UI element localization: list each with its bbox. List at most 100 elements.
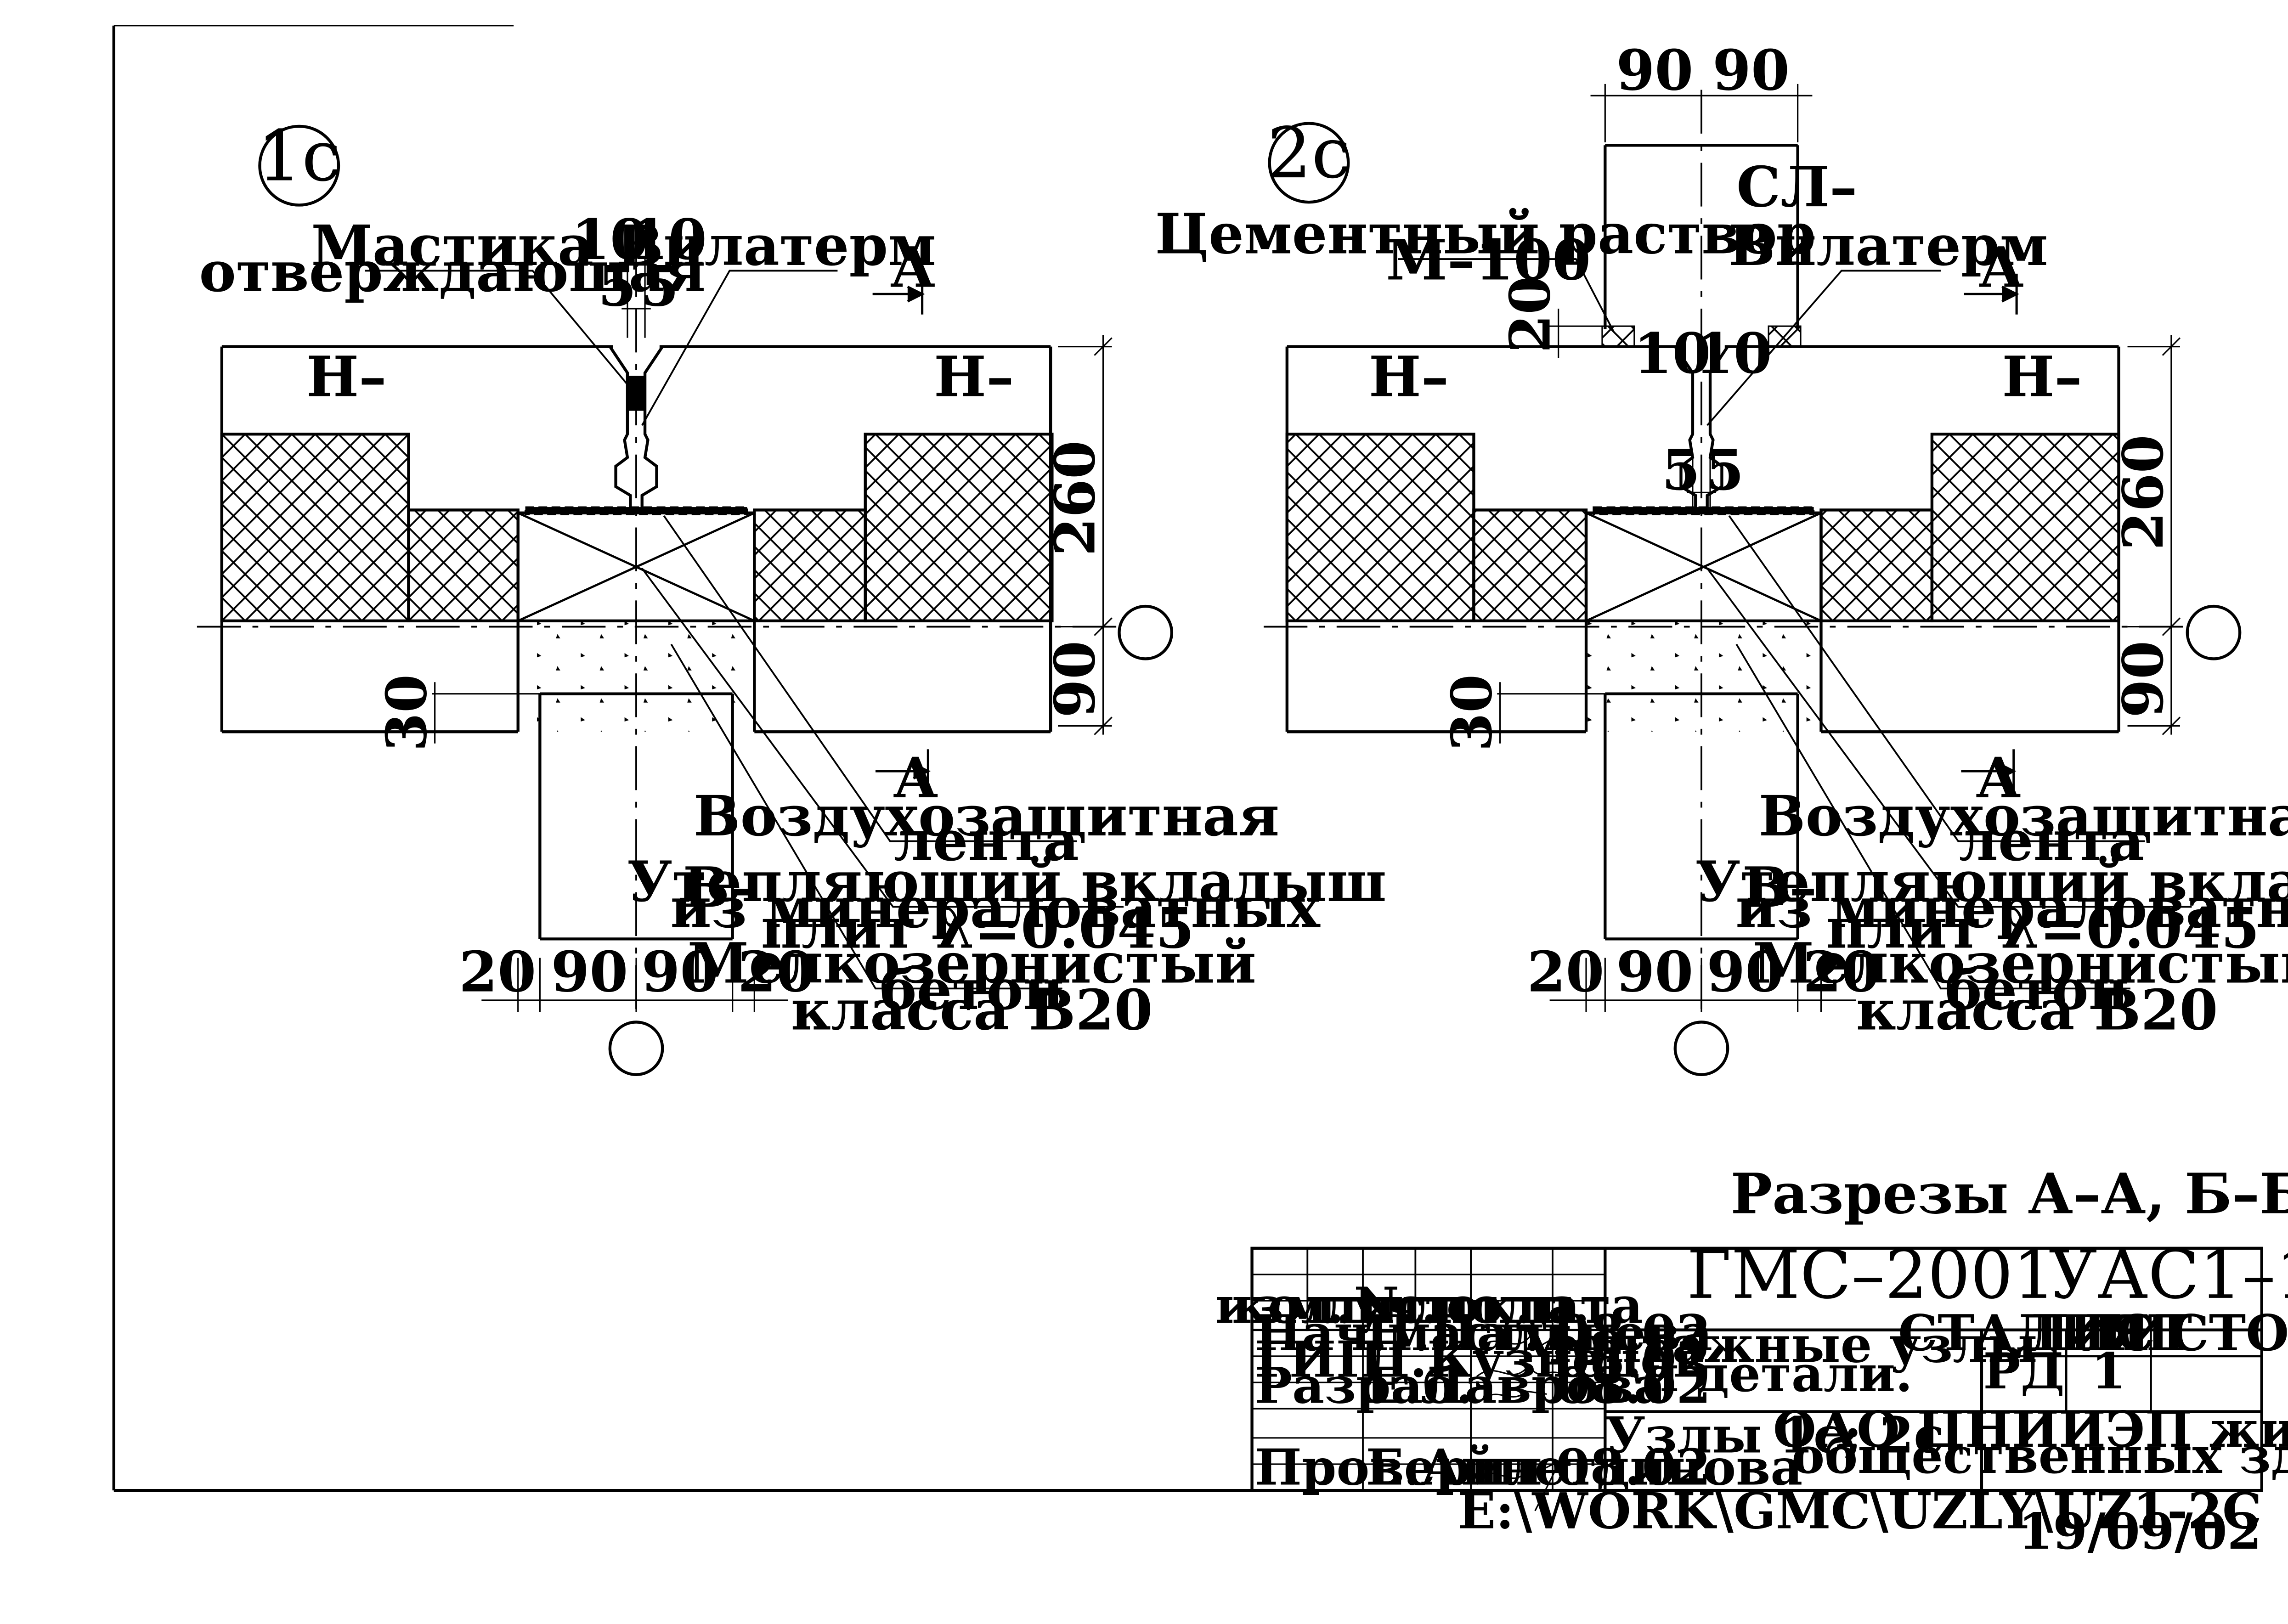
dim-top-right-90-2c: 90 xyxy=(1712,39,1790,103)
panel-label-right-1c: Н– xyxy=(934,345,1014,410)
panel-label-right-2c: Н– xyxy=(2002,345,2082,410)
dim-bottom-right-90-1c: 90 xyxy=(641,940,718,1005)
bottom-dims-2c xyxy=(1549,958,1856,1012)
dim-30-lines-1c xyxy=(432,682,540,744)
tb-role-4: Проверил xyxy=(1255,1438,1542,1496)
dim-top-left-90-2c: 90 xyxy=(1616,39,1693,103)
callout-leaders-1c xyxy=(641,515,1124,990)
title-block-headers: изм. кол.уч. лист N.док. подп. дата xyxy=(1215,1277,1643,1335)
dim-30-lines-2c xyxy=(1497,682,1605,744)
slab-label-2c: СЛ– xyxy=(1736,155,1857,220)
fine-concrete-2c xyxy=(1586,620,1821,732)
tb-date-2: 08.02 xyxy=(1555,1331,1711,1388)
dim-90-vert-2c: 90 xyxy=(2111,641,2176,718)
stage-value: РД xyxy=(1983,1342,2064,1400)
title-main-line2: и детали. xyxy=(1642,1345,1913,1403)
sheet-code: УАС1–1 xyxy=(2049,1236,2288,1314)
dim-bottom-left-90-1c: 90 xyxy=(551,940,628,1005)
tb-date-1: 08.02 xyxy=(1555,1304,1711,1362)
sheet-value: 1 xyxy=(2091,1342,2126,1400)
mortar-label-line2-2c: М–100 xyxy=(1386,228,1591,293)
dim-90-vert-1c: 90 xyxy=(1043,641,1107,718)
insulation-block-left-2c xyxy=(1285,433,1475,623)
dim-gap-left-10-2c: 10 xyxy=(1633,321,1711,386)
axis-bubble-right-2c xyxy=(2186,604,2242,660)
axis-bubble-bottom-2c xyxy=(1673,1021,1729,1076)
callout-concrete-line2-2c: бетон xyxy=(1945,958,2129,1022)
callout-insert-line3-1c: плит λ=0.045 xyxy=(761,896,1195,961)
axis-bubble-right-1c xyxy=(1118,604,1174,660)
inner-label-1c: В– xyxy=(683,855,757,920)
sheet-header: ЛИСТ xyxy=(2025,1304,2192,1362)
organization-line1: ОАО ЦНИИЭП жилых и xyxy=(1773,1401,2288,1459)
signature-scribble-2 xyxy=(1476,1363,1562,1377)
mastic-leader-1c xyxy=(365,270,628,385)
dim-bottom-left-20-2c: 20 xyxy=(1527,940,1604,1005)
vilaterm-label-2c: Вилатерм xyxy=(1729,214,2048,278)
insulation-block-right-1c xyxy=(864,433,1054,623)
callout-insert-line3-2c: плит λ=0.045 xyxy=(1826,896,2260,961)
dim-inner-left-2c: 5 xyxy=(1662,438,1700,503)
sections-note: Разрезы А–А, Б–Б смотри лист 5 xyxy=(1731,1162,2288,1227)
inner-gap-dims-2c xyxy=(1687,457,1716,508)
callout-concrete-line2-1c: бетон xyxy=(880,958,1064,1022)
section-label-top-1c: А xyxy=(890,235,935,300)
insulation-block-left-1c xyxy=(220,433,410,623)
callout-insert-line1-2c: Утепляющий вкладыш xyxy=(1695,850,2288,914)
tb-name-3: Е.Лаврова xyxy=(1366,1357,1666,1415)
tb-header-podp: подп. xyxy=(1434,1277,1590,1335)
mortar-leader-2c xyxy=(1398,258,1615,333)
tb-header-data: дата xyxy=(1515,1277,1643,1335)
dim-bottom-right-20-2c: 20 xyxy=(1803,940,1880,1005)
node-2c-marker-label: 2c xyxy=(1267,112,1350,194)
file-date: 19/09/02 xyxy=(2018,1503,2262,1561)
axis-lines-1c xyxy=(197,236,1124,1009)
mastic-label-line1-1c: Мастика xyxy=(311,214,593,278)
panel-label-left-1c: Н– xyxy=(306,345,386,410)
title-main-line1: Монтажные узлы xyxy=(1517,1316,2038,1374)
callout-air-tape-line2-1c: лента xyxy=(894,809,1079,874)
tb-header-izm: изм. xyxy=(1215,1277,1344,1335)
dim-inner-right-1c: 5 xyxy=(640,254,679,319)
section-mark-top-2c xyxy=(1964,273,2019,315)
title-block xyxy=(1250,1246,2263,1492)
title-sub: Узлы 1с; 2с. xyxy=(1605,1407,1961,1465)
node-2c-marker-circle xyxy=(1268,122,1350,204)
section-label-bottom-2c: А xyxy=(1976,746,2021,811)
axis-bubble-bottom-1c xyxy=(608,1021,664,1076)
dim-inner-left-1c: 5 xyxy=(598,254,637,319)
top-gap-dims-1c xyxy=(616,257,657,338)
node-2c: 2c СЛ– xyxy=(1155,39,2288,1076)
dim-bottom-left-20-1c: 20 xyxy=(459,940,536,1005)
callout-insert-line2-2c: из минераловатных xyxy=(1735,876,2288,941)
node-1c: 1c xyxy=(197,115,1386,1076)
vertical-dims-1c xyxy=(1058,335,1113,735)
tb-role-1: Нач.маст. xyxy=(1255,1304,1541,1362)
dim-inner-right-2c: 5 xyxy=(1706,438,1744,503)
title-block-signatures: Нач.маст. Н.Пальцева 08.02 ГИП Д.Кузнецо… xyxy=(1255,1304,1802,1511)
tb-date-3: 08.02 xyxy=(1555,1357,1711,1415)
insulation-block-left-small-2c xyxy=(1472,508,1588,623)
callout-air-tape-line2-2c: лента xyxy=(1959,809,2144,874)
dim-30-1c: 30 xyxy=(375,674,440,751)
dim-bottom-right-20-1c: 20 xyxy=(738,940,815,1005)
callout-concrete-line1-2c: Мелкозернистый xyxy=(1753,931,2288,996)
dim-bottom-right-90-2c: 90 xyxy=(1706,940,1784,1005)
tb-header-kol: кол.уч. xyxy=(1232,1277,1439,1335)
section-label-bottom-1c: А xyxy=(893,746,938,811)
callout-insert-line2-1c: из минераловатных xyxy=(670,876,1321,941)
dim-top-right-1c: 10 xyxy=(630,208,707,272)
tb-role-3: Разраб. xyxy=(1255,1357,1473,1415)
insulation-block-right-2c xyxy=(1930,433,2120,623)
dim-30-2c: 30 xyxy=(1440,674,1505,751)
dim-bottom-left-90-2c: 90 xyxy=(1616,940,1693,1005)
vilaterm-leader-1c xyxy=(641,270,838,426)
title-block-right: ГМС–2001 УАС1–1 Монтажные узлы и детали.… xyxy=(1517,1236,2288,1485)
callout-concrete-line1-1c: Мелкозернистый xyxy=(688,931,1256,996)
panel-label-left-2c: Н– xyxy=(1369,345,1449,410)
mastic-label-line2-1c: отверждающая xyxy=(199,240,706,304)
tb-name-4: Е.Айнетдинова xyxy=(1366,1438,1802,1496)
signature-scribble-4 xyxy=(1476,1463,1559,1511)
dim-20-2c: 20 xyxy=(1498,276,1563,353)
